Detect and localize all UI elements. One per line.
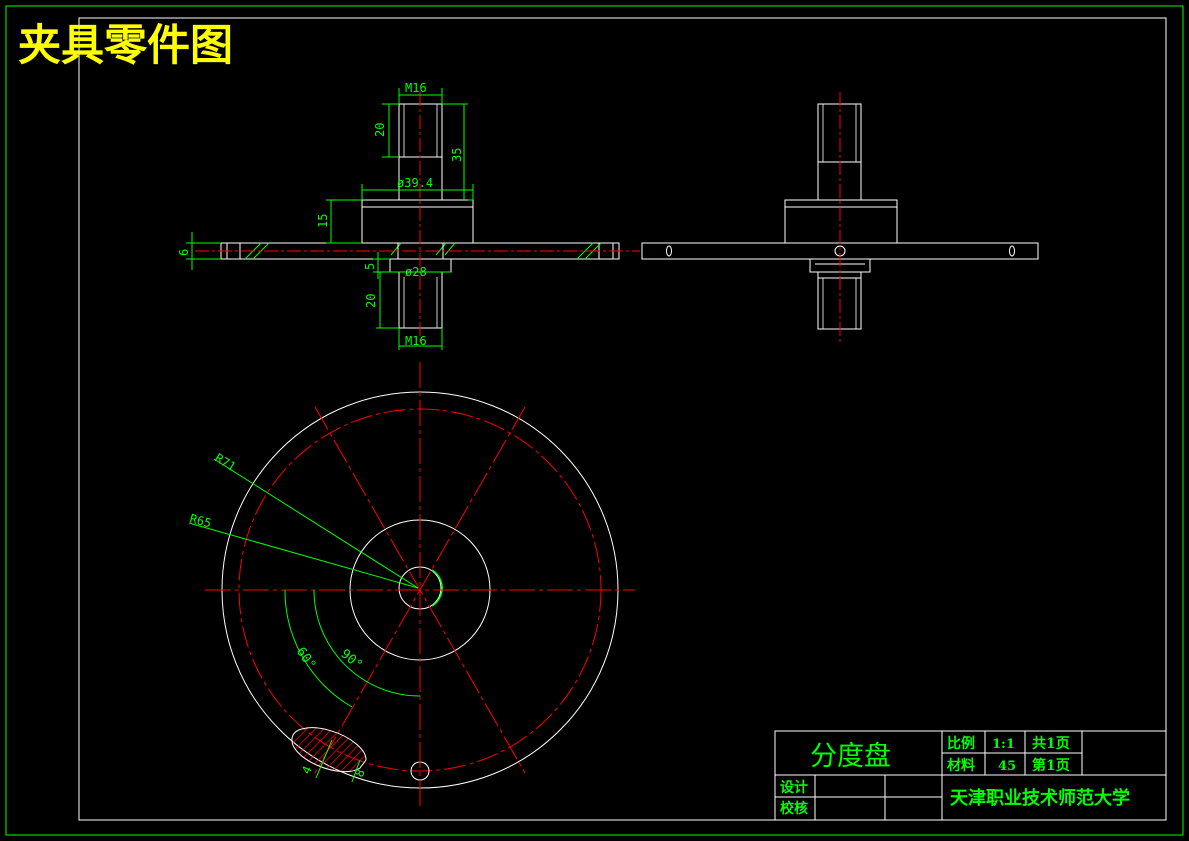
material-label: 材料: [947, 757, 975, 774]
designer-label: 设计: [780, 779, 808, 796]
plan-view: [188, 362, 635, 810]
dim-lower-step: 5: [363, 263, 377, 270]
dim-top-length: 20: [373, 123, 387, 137]
total-pages: 共1页: [1032, 735, 1070, 752]
dim-lower-dia: ø28: [405, 265, 427, 279]
page-number: 第1页: [1032, 757, 1070, 774]
dim-top-total: 35: [450, 148, 464, 162]
title-block: [774, 730, 1167, 821]
dim-bottom-length: 20: [364, 294, 378, 308]
dim-bottom-thread: M16: [405, 334, 427, 348]
outer-frame: [5, 5, 1184, 836]
school-name: 天津职业技术师范大学: [950, 787, 1130, 809]
dim-boss-height: 15: [316, 214, 330, 228]
dim-top-thread: M16: [405, 81, 427, 95]
dim-plate-thickness: 6: [177, 249, 191, 256]
front-view-dimensions: [186, 88, 474, 350]
drawing-title: 夹具零件图: [18, 21, 233, 71]
scale-label: 比例: [947, 735, 975, 752]
dim-pitch-radius: R65: [188, 511, 213, 530]
front-view-centerlines: [195, 92, 640, 344]
material-value: 45: [998, 759, 1016, 774]
part-name: 分度盘: [810, 741, 891, 772]
dim-boss-dia: ø39.4: [397, 176, 433, 190]
checker-label: 校核: [780, 800, 808, 817]
inner-frame: [78, 17, 1167, 821]
scale-value: 1:1: [992, 737, 1015, 752]
